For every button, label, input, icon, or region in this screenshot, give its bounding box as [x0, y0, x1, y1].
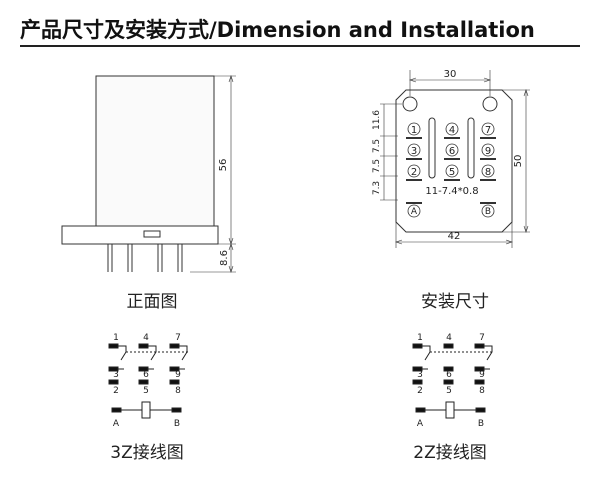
w3-coil-b: B [174, 419, 180, 429]
front-dim-height: 56 [218, 159, 229, 172]
w2-pin-4: 4 [446, 333, 452, 343]
wiring-3z-labels: 1 4 7 3 6 9 2 5 8 A B [113, 333, 181, 429]
w3-pin-2: 2 [113, 386, 119, 396]
mount-outline [380, 70, 530, 248]
mount-pin-9: 9 [485, 146, 491, 157]
mount-pin-5: 5 [449, 167, 455, 178]
w2-coil-b: B [478, 419, 484, 429]
w2-pin-1: 1 [417, 333, 423, 343]
mount-coil-b: B [485, 207, 491, 217]
front-view-caption: 正面图 [127, 292, 178, 312]
w2-pin-5: 5 [446, 386, 452, 396]
mount-pin-4: 4 [449, 125, 455, 136]
mount-dim-a: 11.6 [372, 110, 382, 130]
w3-coil-a: A [113, 419, 120, 429]
wiring-2z-diagram [412, 343, 494, 419]
mount-view-caption: 安装尺寸 [421, 292, 489, 312]
mount-dim-right: 50 [513, 155, 524, 168]
mount-dim-top: 30 [444, 69, 457, 80]
w2-pin-2: 2 [417, 386, 423, 396]
mount-coil-a: A [411, 207, 418, 217]
w2-pin-9: 9 [479, 370, 485, 380]
page-title: 产品尺寸及安装方式/Dimension and Installation [20, 18, 535, 42]
w3-pin-3: 3 [113, 370, 119, 380]
mount-coil-terminals: A B [406, 202, 496, 218]
front-dim-pin: 8.6 [219, 250, 230, 266]
front-view-drawing [61, 75, 236, 273]
mount-pin-2: 2 [411, 167, 417, 178]
w2-pin-7: 7 [479, 333, 485, 343]
mount-pin-8: 8 [485, 167, 491, 178]
wiring-2z-caption: 2Z接线图 [413, 443, 486, 463]
mount-dim-b2: 7.5 [372, 159, 382, 173]
wiring-2z-labels: 1 4 7 3 6 9 2 5 8 A B [417, 333, 485, 429]
mount-dim-c: 7.3 [372, 181, 382, 195]
wiring-3z-diagram [108, 343, 190, 419]
w2-coil-a: A [417, 419, 424, 429]
w3-pin-1: 1 [113, 333, 119, 343]
w3-pin-6: 6 [143, 370, 149, 380]
w3-pin-8: 8 [175, 386, 181, 396]
mount-pin-1: 1 [411, 125, 417, 136]
mount-pin-6: 6 [449, 146, 455, 157]
mount-dim-b1: 7.5 [372, 139, 382, 153]
mount-dim-bottom: 42 [448, 231, 461, 242]
mount-pin-grid: 1 4 7 3 6 9 2 5 8 [406, 122, 496, 181]
w2-pin-8: 8 [479, 386, 485, 396]
w3-pin-4: 4 [143, 333, 149, 343]
w3-pin-9: 9 [175, 370, 181, 380]
mount-pin-7: 7 [485, 125, 491, 136]
w2-pin-6: 6 [446, 370, 452, 380]
wiring-3z-caption: 3Z接线图 [110, 443, 183, 463]
w3-pin-5: 5 [143, 386, 149, 396]
w3-pin-7: 7 [175, 333, 181, 343]
mount-pin-3: 3 [411, 146, 417, 157]
mount-hole-note: 11-7.4*0.8 [425, 186, 478, 197]
w2-pin-3: 3 [417, 370, 423, 380]
